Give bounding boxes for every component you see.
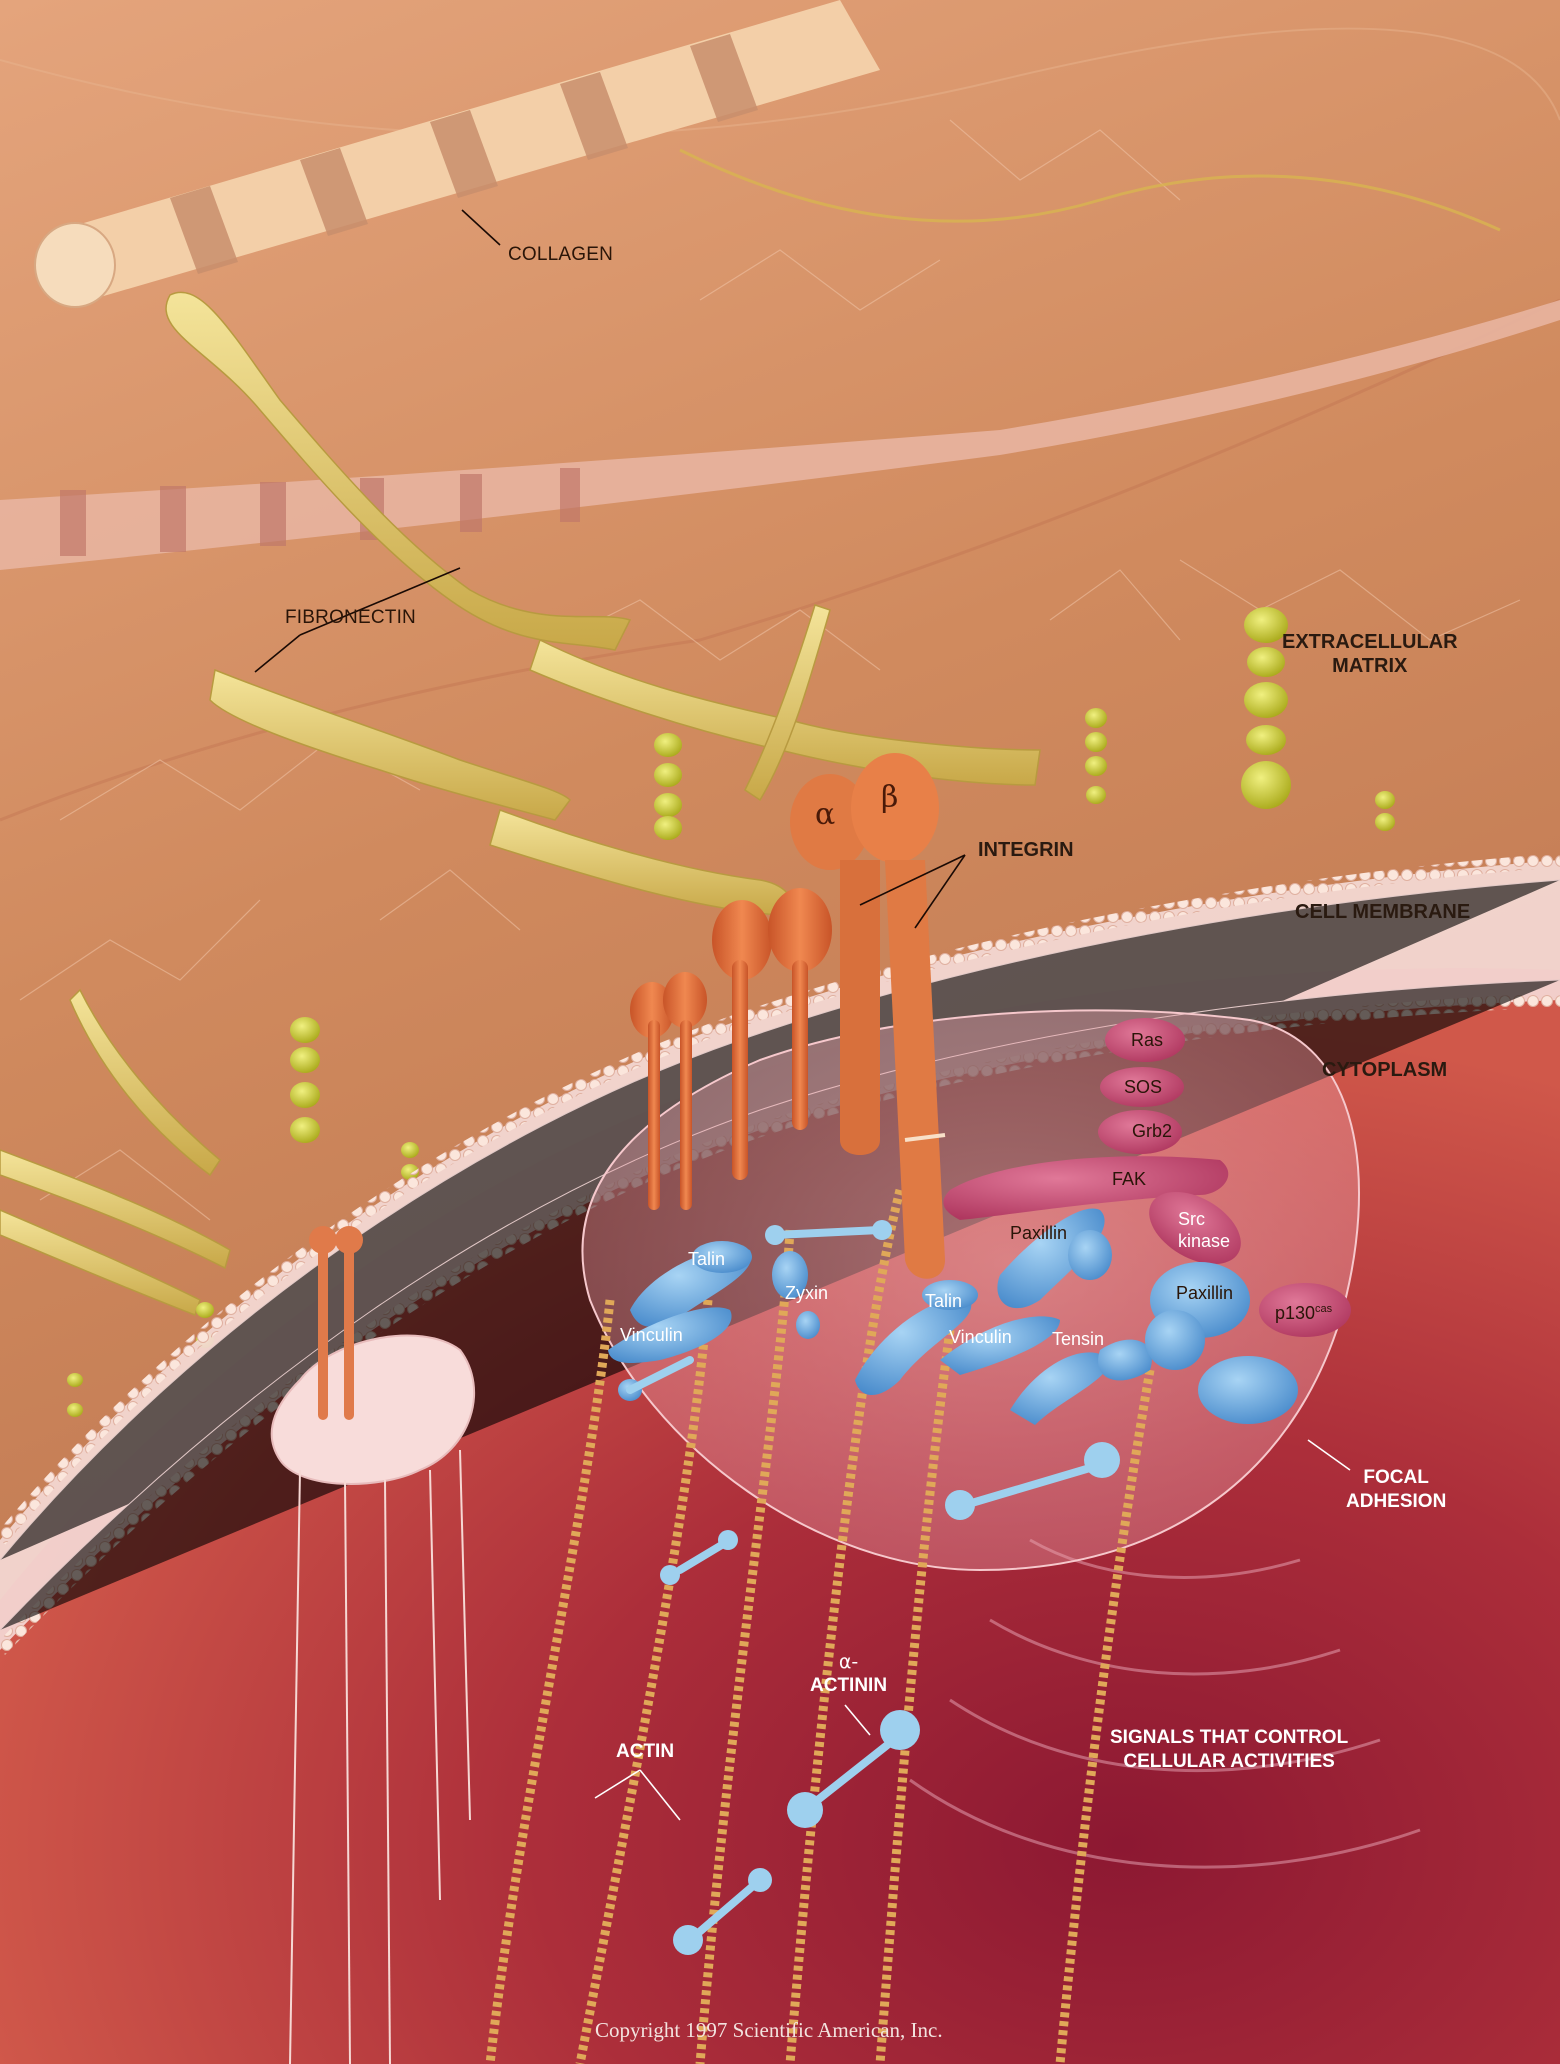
- label-fibronectin: FIBRONECTIN: [285, 607, 416, 629]
- label-alpha-subunit: α: [815, 797, 835, 832]
- protein-talin-2: Talin: [925, 1290, 962, 1312]
- label-cell-membrane: CELL MEMBRANE: [1295, 900, 1470, 924]
- label-beta-subunit: β: [881, 780, 898, 815]
- protein-tensin: Tensin: [1052, 1328, 1104, 1350]
- protein-vinculin-1: Vinculin: [620, 1324, 683, 1346]
- protein-talin-1: Talin: [688, 1248, 725, 1270]
- protein-fak: FAK: [1112, 1168, 1146, 1190]
- label-alpha-actinin: α- ACTININ: [810, 1650, 887, 1698]
- label-integrin: INTEGRIN: [978, 838, 1074, 862]
- protein-zyxin: Zyxin: [785, 1282, 828, 1304]
- protein-paxillin-1: Paxillin: [1010, 1222, 1067, 1244]
- protein-p130cas: p130cas: [1275, 1298, 1332, 1324]
- protein-vinculin-2: Vinculin: [949, 1326, 1012, 1348]
- protein-ras: Ras: [1131, 1029, 1163, 1051]
- label-focal-adhesion: FOCAL ADHESION: [1346, 1466, 1446, 1514]
- protein-sos: SOS: [1124, 1076, 1162, 1098]
- copyright-notice: Copyright 1997 Scientific American, Inc.: [595, 2018, 943, 2043]
- label-extracellular-matrix: EXTRACELLULAR MATRIX: [1282, 630, 1458, 678]
- protein-paxillin-2: Paxillin: [1176, 1282, 1233, 1304]
- label-collagen: COLLAGEN: [508, 244, 613, 266]
- label-cytoplasm: CYTOPLASM: [1322, 1058, 1447, 1082]
- protein-grb2: Grb2: [1132, 1120, 1172, 1142]
- label-signals: SIGNALS THAT CONTROL CELLULAR ACTIVITIES: [1110, 1726, 1348, 1774]
- label-actin: ACTIN: [616, 1740, 674, 1764]
- protein-src-kinase: Src kinase: [1178, 1208, 1230, 1252]
